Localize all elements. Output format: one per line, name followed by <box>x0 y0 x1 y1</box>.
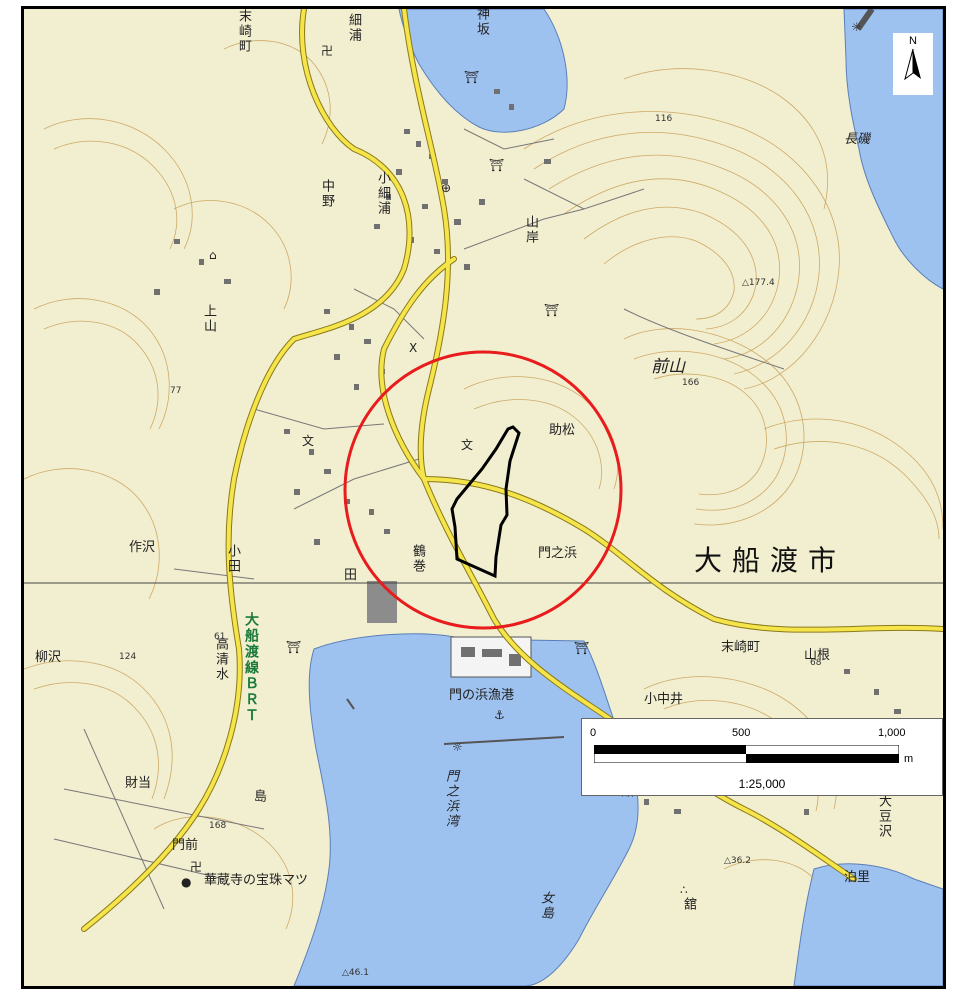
shrine-symbol: ⛩ <box>489 158 504 172</box>
elevation-label: △36.2 <box>724 856 751 866</box>
kadonohama-bay <box>293 633 639 986</box>
label-kadonohama-port: 門の浜漁港 <box>449 688 515 703</box>
gray-lot <box>367 581 397 623</box>
label-kezoji: 華蔵寺の宝珠マツ <box>204 873 309 888</box>
lighthouse-symbol: ☼ <box>851 20 862 34</box>
scale-ratio: 1:25,000 <box>738 777 786 791</box>
label-kamiyama: 上山 <box>201 304 216 334</box>
label-yanagisawa: 柳沢 <box>35 650 62 665</box>
label-nakano: 中野 <box>319 179 334 209</box>
label-suesaki-town-se: 末崎町 <box>721 640 761 655</box>
topographic-map: ⛩ ⛩ ⛩ ⛩ ⛩ ⛩ 卍 卍 卍 文 文 ⊕ X ⚓ ☼ ☼ ⌂ ● ∴ <box>24 9 943 986</box>
elevation-label: 124 <box>119 652 137 662</box>
label-monzen: 門前 <box>172 838 199 853</box>
anchor-symbol: ⚓ <box>494 708 505 722</box>
label-yamagishi: 山岸 <box>523 215 538 245</box>
label-shima: 島 <box>251 789 266 804</box>
dots-symbol: ∴ <box>680 883 688 897</box>
monument-symbol: ● <box>181 875 191 889</box>
police-symbol: X <box>409 341 417 355</box>
scale-bar <box>594 745 899 763</box>
scale-tick-1000: 1,000 <box>878 727 906 739</box>
shrine-symbol: ⛩ <box>464 70 479 84</box>
label-maeyama: 前山 <box>651 357 685 377</box>
school-symbol: 文 <box>302 433 314 448</box>
label-kamisaka: 神坂 <box>474 7 489 37</box>
label-kadonohama-bay: 門之浜湾 <box>443 769 458 829</box>
school-symbol: 文 <box>461 437 473 452</box>
shrine-symbol: ⛩ <box>286 640 301 654</box>
label-kohosoura: 小細浦 <box>375 171 390 216</box>
elevation-label: △177.4 <box>742 278 775 288</box>
north-arrow-icon <box>904 48 921 81</box>
post-office-symbol: ⊕ <box>441 181 451 195</box>
label-tomari: 泊里 <box>844 870 871 885</box>
label-sakusawa: 作沢 <box>129 540 156 555</box>
label-onnashima: 女島 <box>538 891 553 921</box>
shrine-symbol: ⛩ <box>574 641 589 655</box>
home-symbol: ⌂ <box>209 248 217 262</box>
elevation-label: △46.1 <box>342 968 369 978</box>
scale-tick-500: 500 <box>732 727 751 739</box>
temple-symbol: 卍 <box>190 860 202 874</box>
port-facilities <box>346 9 875 745</box>
label-konakai: 小中井 <box>644 692 684 707</box>
elevation-label: 61 <box>214 632 226 642</box>
label-oda: 小田 <box>225 544 240 574</box>
label-suesaki-town-nw: 末崎町 <box>236 9 251 54</box>
elevation-label: 68 <box>810 658 822 668</box>
project-site-outline <box>450 425 521 579</box>
label-tsurumaki: 鶴巻 <box>410 544 425 574</box>
scale-legend: 0 500 1,000 m 1:25,000 <box>581 718 943 796</box>
elevation-label: 168 <box>209 821 227 831</box>
label-sukematsu: 助松 <box>549 423 576 438</box>
north-arrow: N <box>893 33 933 95</box>
breakwater-east <box>443 736 565 745</box>
lighthouse-symbol: ☼ <box>452 740 463 754</box>
label-kadonohama: 門之浜 <box>538 546 578 561</box>
elevation-label: 166 <box>682 378 700 388</box>
label-omamesawa: 大豆沢 <box>876 794 891 839</box>
scale-unit: m <box>904 753 914 765</box>
label-hosoura: 細浦 <box>346 13 361 43</box>
breakwater-west <box>346 698 355 710</box>
label-takashimizu: 高清水 <box>213 637 228 682</box>
map-frame: ⛩ ⛩ ⛩ ⛩ ⛩ ⛩ 卍 卍 卍 文 文 ⊕ X ⚓ ☼ ☼ ⌂ ● ∴ 末崎… <box>21 6 946 989</box>
elevation-label: 77 <box>170 386 182 396</box>
north-label: N <box>909 35 917 47</box>
label-ta: 田 <box>344 568 358 583</box>
north-pier <box>855 9 875 31</box>
label-tate: 舘 <box>681 897 696 912</box>
water-areas <box>293 9 943 986</box>
scale-tick-0: 0 <box>590 727 597 739</box>
minor-roads <box>53 128 785 910</box>
elevation-label: 116 <box>655 114 673 124</box>
label-brt-line: 大船渡線ＢＲＴ <box>243 612 259 724</box>
label-yamane: 山根 <box>804 648 831 663</box>
label-zaito: 財当 <box>125 776 152 791</box>
label-city: 大船渡市 <box>694 544 847 577</box>
shrine-symbol: ⛩ <box>544 303 559 317</box>
southeast-sea <box>793 863 943 986</box>
major-roads <box>81 9 943 932</box>
buildings <box>154 89 910 815</box>
focus-circle <box>343 350 623 630</box>
label-nagaiso: 長磯 <box>844 132 871 147</box>
temple-symbol: 卍 <box>321 44 333 58</box>
north-inlet <box>398 9 568 133</box>
